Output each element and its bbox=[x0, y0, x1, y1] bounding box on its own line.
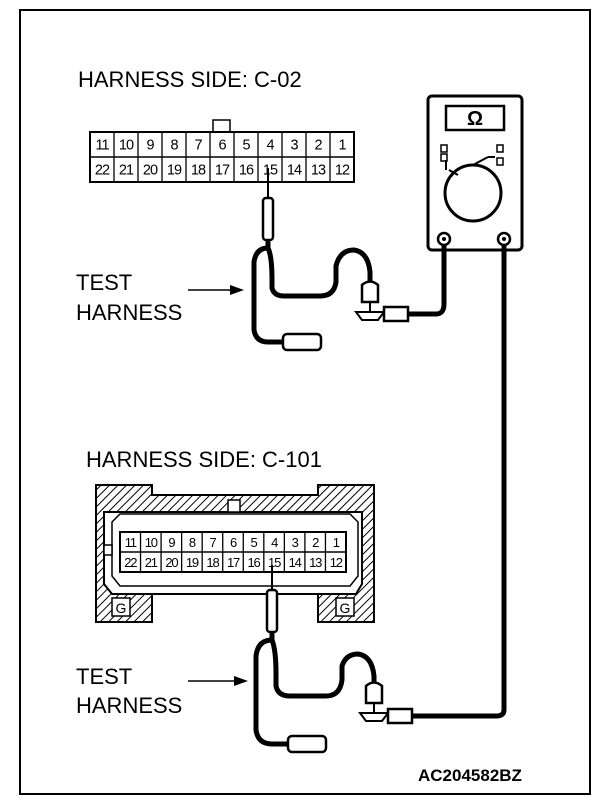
pin-label: 19 bbox=[186, 555, 199, 570]
pin-label: 20 bbox=[143, 163, 158, 179]
pin-label: 7 bbox=[194, 138, 202, 154]
range-marker-icon bbox=[496, 144, 504, 153]
harness-plug-icon bbox=[286, 734, 328, 754]
pin-label: 13 bbox=[309, 555, 322, 570]
pin-label: 8 bbox=[170, 138, 178, 154]
bottom-test-harness-label-line2: HARNESS bbox=[76, 693, 182, 718]
multimeter: Ω bbox=[426, 94, 524, 252]
pin-label: 3 bbox=[292, 535, 299, 550]
alligator-clip-icon bbox=[360, 280, 380, 304]
multimeter-display bbox=[444, 104, 506, 132]
pin-label: 5 bbox=[242, 138, 250, 154]
ground-mark-left: G bbox=[116, 600, 127, 616]
pin-label: 20 bbox=[165, 555, 178, 570]
figure-code: AC204582BZ bbox=[418, 766, 522, 785]
pin-label: 8 bbox=[189, 535, 196, 550]
pin-label: 21 bbox=[145, 555, 158, 570]
pin-label: 18 bbox=[191, 163, 206, 179]
pin-label: 1 bbox=[333, 535, 340, 550]
pin-label: 16 bbox=[248, 555, 261, 570]
pin-label: 19 bbox=[167, 163, 182, 179]
pin-label: 11 bbox=[125, 535, 137, 550]
pin-label: 9 bbox=[146, 138, 154, 154]
pin-label: 2 bbox=[314, 138, 322, 154]
pin-label: 5 bbox=[251, 535, 258, 550]
pin-label: 7 bbox=[209, 535, 216, 550]
pin-label: 17 bbox=[215, 163, 230, 179]
pin-label: 1 bbox=[338, 138, 346, 154]
top-connector-label: HARNESS SIDE: C-02 bbox=[78, 67, 302, 92]
bottom-test-harness-label-line1: TEST bbox=[76, 664, 132, 689]
pin-label: 4 bbox=[271, 535, 278, 550]
alligator-clip-icon bbox=[364, 681, 384, 705]
pin-label: 21 bbox=[119, 163, 134, 179]
pin-label: 17 bbox=[227, 555, 240, 570]
pin-label: 22 bbox=[95, 163, 110, 179]
bottom-connector-label: HARNESS SIDE: C-101 bbox=[86, 447, 322, 472]
pin-label: 14 bbox=[289, 555, 302, 570]
connector-c101-latch bbox=[227, 499, 241, 513]
range-marker-icon bbox=[440, 153, 448, 162]
pin-label: 15 bbox=[268, 555, 281, 570]
pin-label: 12 bbox=[330, 555, 343, 570]
pin-label: 10 bbox=[145, 535, 158, 550]
pin-label: 6 bbox=[230, 535, 237, 550]
ground-mark-right: G bbox=[340, 600, 351, 616]
connector-c02-latch bbox=[212, 119, 231, 133]
pin-label: 18 bbox=[206, 555, 219, 570]
range-marker-icon bbox=[496, 157, 504, 166]
connector-c101-key bbox=[103, 544, 113, 556]
top-test-harness-label-line1: TEST bbox=[76, 270, 132, 295]
pin-label: 9 bbox=[168, 535, 175, 550]
pin-label: 16 bbox=[239, 163, 254, 179]
pin-label: 4 bbox=[266, 138, 274, 154]
pin-label: 14 bbox=[287, 163, 302, 179]
pin-label: 10 bbox=[119, 138, 134, 154]
ohm-symbol: Ω bbox=[467, 108, 483, 130]
meter-lead-plug-icon bbox=[382, 305, 410, 323]
probe-icon bbox=[265, 588, 279, 634]
bottom-pointer-arrow-icon bbox=[188, 676, 248, 686]
pin-label: 15 bbox=[263, 163, 278, 179]
top-test-harness bbox=[251, 168, 447, 352]
probe-icon bbox=[261, 196, 275, 242]
pin-label: 2 bbox=[312, 535, 319, 550]
meter-return-lead bbox=[412, 245, 507, 719]
bottom-test-harness bbox=[253, 565, 414, 754]
pin-label: 11 bbox=[95, 138, 109, 154]
meter-lead-plug-icon bbox=[386, 707, 414, 725]
pin-label: 12 bbox=[335, 163, 350, 179]
range-marker-icon bbox=[440, 144, 448, 153]
pin-label: 13 bbox=[311, 163, 326, 179]
harness-plug-icon bbox=[281, 332, 323, 352]
top-test-harness-label-line2: HARNESS bbox=[76, 300, 182, 325]
pin-label: 22 bbox=[124, 555, 137, 570]
figure-border bbox=[19, 9, 591, 795]
pin-label: 6 bbox=[218, 138, 226, 154]
top-pointer-arrow-icon bbox=[188, 285, 244, 295]
pin-label: 3 bbox=[290, 138, 298, 154]
